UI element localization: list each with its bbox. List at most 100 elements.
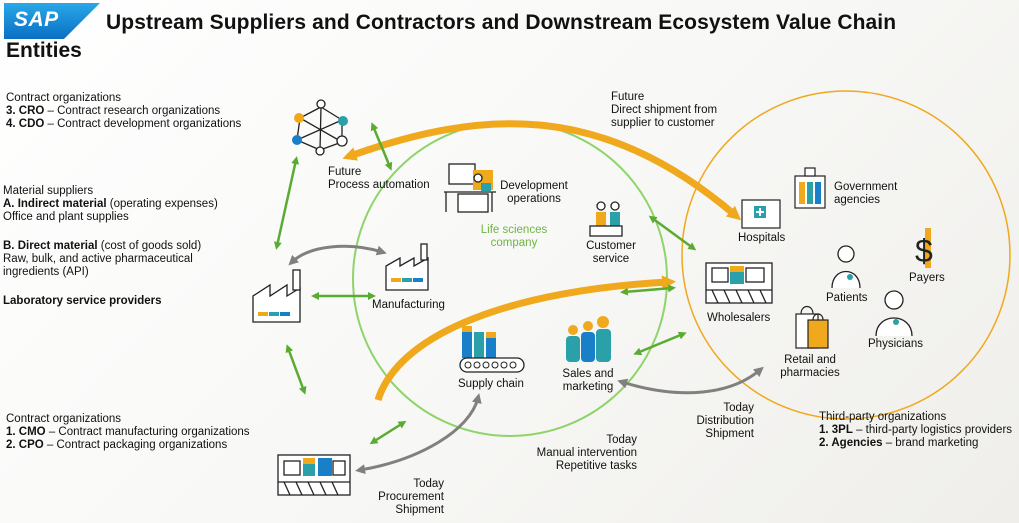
development-line1: Development: [500, 180, 568, 192]
manual-line3: Repetitive tasks: [555, 460, 637, 472]
indirect-material-item: A. Indirect material (operating expenses…: [3, 198, 218, 210]
patient-icon: [831, 245, 861, 289]
green-arrow-factory-cmo: [285, 344, 307, 395]
life-sciences-company-label: Life sciences company: [474, 224, 554, 250]
cmo-item: 1. CMO – Contract manufacturing organiza…: [6, 426, 250, 438]
physician-icon: [875, 290, 913, 337]
material-suppliers-heading: Material suppliers: [3, 185, 94, 197]
manufacturing-factory-icon: [385, 243, 429, 291]
gray-arrow-distribution: [617, 366, 764, 395]
hospitals-label: Hospitals: [738, 232, 786, 244]
sap-logo-text: SAP: [14, 8, 59, 31]
network-icon: [292, 99, 348, 156]
green-arrow-sales: [633, 331, 687, 356]
supply-chain-label: Supply chain: [458, 378, 524, 390]
manual-intervention-label: Today Manual intervention Repetitive tas…: [520, 434, 637, 473]
sap-logo: SAP: [4, 3, 100, 39]
third-party-heading: Third-party organizations: [819, 411, 947, 423]
sales-line2: marketing: [562, 381, 614, 393]
lab-providers-label: Laboratory service providers: [3, 295, 162, 307]
conveyor-icon: [459, 326, 525, 373]
sap-logo-shape: [4, 3, 100, 39]
contract-orgs-heading-1: Contract organizations: [6, 92, 122, 104]
shopping-bag-icon: [795, 305, 829, 349]
procurement-line2: Procurement: [378, 491, 444, 503]
third-party-block: Third-party organizations 1. 3PL – third…: [819, 411, 1012, 450]
packaging-line-icon: [277, 454, 351, 496]
future-direct-line3: supplier to customer: [611, 117, 715, 129]
green-arrow-customer-service: [648, 215, 697, 251]
distribution-line1: Today: [723, 402, 754, 414]
government-building-icon: [794, 167, 826, 209]
green-arrow-cro-supplier: [273, 156, 300, 250]
distribution-line3: Shipment: [705, 428, 754, 440]
sales-line1: Sales and: [562, 368, 614, 380]
future-process-label: Future Process automation: [328, 166, 430, 192]
customer-service-icon: [589, 201, 623, 237]
distribution-label: Today Distribution Shipment: [680, 402, 754, 441]
wholesalers-label: Wholesalers: [707, 312, 771, 324]
page-title: Upstream Suppliers and Contractors and D…: [106, 11, 897, 34]
factory-icon: [252, 269, 301, 323]
downstream-circle: [681, 90, 1011, 420]
future-process-line2: Process automation: [328, 179, 430, 191]
future-direct-line1: Future: [611, 91, 645, 103]
government-line1: Government: [834, 181, 898, 193]
company-line2: company: [490, 237, 538, 249]
dollar-icon: $: [915, 228, 933, 269]
third-party-agencies: 2. Agencies – brand marketing: [819, 437, 979, 449]
procurement-line3: Shipment: [395, 504, 444, 516]
retail-line2: pharmacies: [780, 367, 840, 379]
manual-line2: Manual intervention: [536, 447, 637, 459]
svg-text:$: $: [915, 233, 933, 269]
customer-service-line1: Customer: [586, 240, 636, 252]
contract-orgs-heading-2: Contract organizations: [6, 413, 122, 425]
cro-item: 3. CRO – Contract research organizations: [6, 105, 221, 117]
sales-marketing-label: Sales and marketing: [556, 368, 620, 394]
patients-label: Patients: [826, 292, 868, 304]
sales-people-icon: [566, 316, 611, 362]
green-arrow-packaging: [369, 420, 407, 445]
page-title-line2: Entities: [6, 39, 82, 62]
future-process-automation-arrow: [374, 275, 676, 402]
indirect-material-detail: Office and plant supplies: [3, 211, 129, 223]
procurement-line1: Today: [413, 478, 444, 490]
direct-material-detail: Raw, bulk, and active pharmaceutical: [3, 253, 193, 265]
direct-material-block: B. Direct material (cost of goods sold) …: [3, 240, 201, 279]
manufacturing-label: Manufacturing: [372, 299, 445, 311]
future-direct-shipment-arrow: [342, 120, 742, 221]
customer-service-line2: service: [592, 253, 630, 265]
future-direct-label: Future Direct shipment from supplier to …: [611, 91, 717, 130]
gray-arrow-manufacturing: [288, 244, 387, 266]
manual-line1: Today: [606, 434, 637, 446]
payers-label: Payers: [909, 272, 945, 284]
future-direct-line2: Direct shipment from: [611, 104, 718, 116]
development-desk-icon: [444, 163, 496, 213]
retail-line1: Retail and: [784, 354, 836, 366]
procurement-label: Today Procurement Shipment: [372, 478, 444, 517]
company-line1: Life sciences: [480, 224, 548, 236]
contract-orgs-manufacturing-block: Contract organizations 1. CMO – Contract…: [6, 413, 250, 452]
development-line2: operations: [507, 193, 561, 205]
government-agencies-label: Government agencies: [834, 181, 897, 207]
green-arrow-cro-company: [370, 122, 393, 171]
contract-orgs-research-block: Contract organizations 3. CRO – Contract…: [6, 92, 241, 131]
material-suppliers-block: Material suppliers A. Indirect material …: [3, 185, 218, 224]
development-operations-label: Development operations: [498, 180, 570, 206]
cpo-item: 2. CPO – Contract packaging organization…: [6, 439, 228, 451]
green-arrow-wholesalers: [620, 284, 676, 296]
direct-material-item: B. Direct material (cost of goods sold): [3, 240, 202, 252]
physicians-label: Physicians: [868, 338, 923, 350]
retail-pharmacies-label: Retail and pharmacies: [779, 354, 841, 380]
cdo-item: 4. CDO – Contract development organizati…: [6, 118, 242, 130]
direct-material-detail-2: ingredients (API): [3, 266, 89, 278]
gray-arrow-procurement: [355, 393, 482, 475]
warehouse-icon: [705, 262, 773, 304]
customer-service-label: Customer service: [577, 240, 645, 266]
future-process-line1: Future: [328, 166, 362, 178]
government-line2: agencies: [834, 194, 881, 206]
third-party-3pl: 1. 3PL – third-party logistics providers: [819, 424, 1013, 436]
hospital-icon: [741, 199, 781, 229]
distribution-line2: Distribution: [696, 415, 754, 427]
